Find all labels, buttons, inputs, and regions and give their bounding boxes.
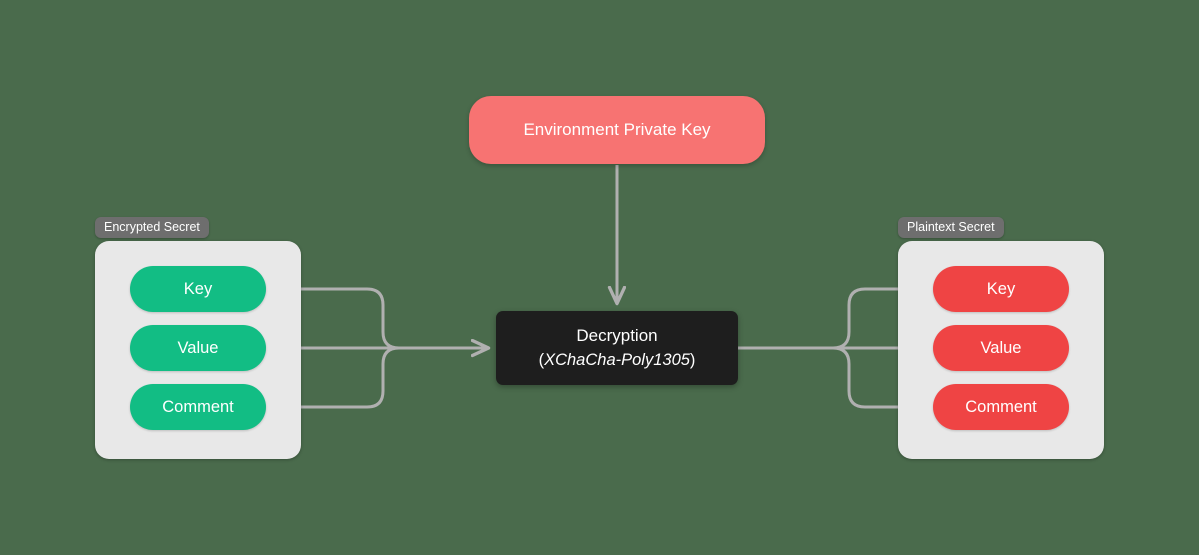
pill-plaintext-value-label: Value	[980, 338, 1022, 357]
node-decryption-paren-close: )	[689, 351, 696, 369]
node-decryption-paren-open: (	[538, 351, 545, 369]
pill-plaintext-key-label: Key	[986, 279, 1016, 298]
group-label-plaintext-secret: Plaintext Secret	[898, 217, 1004, 238]
edge-encrypted-key-to-merge	[266, 287, 400, 350]
edge-split-to-plaintext-key	[832, 289, 925, 350]
pill-plaintext-comment[interactable]: Comment	[933, 384, 1069, 430]
pill-plaintext-value[interactable]: Value	[933, 325, 1069, 371]
pill-encrypted-key-label: Key	[183, 279, 213, 298]
node-environment-private-key-label: Environment Private Key	[523, 120, 711, 139]
pill-plaintext-key[interactable]: Key	[933, 266, 1069, 312]
pill-encrypted-comment-label: Comment	[162, 397, 234, 416]
edge-split-to-plaintext-comment	[832, 346, 925, 407]
pill-encrypted-value[interactable]: Value	[130, 325, 266, 371]
group-label-encrypted-secret: Encrypted Secret	[95, 217, 209, 238]
edge-encrypted-comment-to-merge	[266, 346, 400, 409]
pill-encrypted-value-label: Value	[177, 338, 219, 357]
node-decryption[interactable]: Decryption (XChaCha-Poly1305)	[496, 311, 738, 385]
node-environment-private-key[interactable]: Environment Private Key	[469, 96, 765, 164]
node-decryption-algorithm: (XChaCha-Poly1305)	[539, 349, 696, 371]
pill-encrypted-comment[interactable]: Comment	[130, 384, 266, 430]
pill-plaintext-comment-label: Comment	[965, 397, 1037, 416]
node-decryption-title: Decryption	[576, 326, 658, 345]
pill-encrypted-key[interactable]: Key	[130, 266, 266, 312]
node-decryption-algorithm-name: XChaCha-Poly1305	[544, 351, 690, 369]
